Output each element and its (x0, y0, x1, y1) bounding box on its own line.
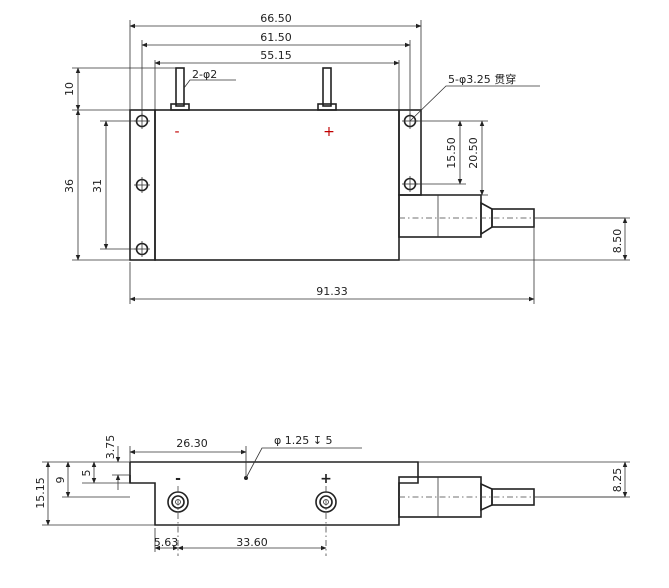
hole-icon (402, 176, 418, 192)
dim-hole-offset: 26.30 (176, 437, 208, 450)
side-outline (129, 461, 419, 526)
mounting-holes (134, 113, 418, 257)
top-view: - + 66.50 61.50 55.15 (63, 12, 630, 304)
dim-body-height: 36 (63, 179, 76, 193)
dim-right-hole-offset: 20.50 (467, 137, 480, 169)
dim-flange-thickness: 3.75 (104, 435, 117, 460)
callout-side-hole: φ 1.25 ↧ 5 (274, 434, 332, 447)
dim-overall-width: 66.50 (260, 12, 292, 25)
pin-leader (183, 79, 236, 89)
dim-total-length: 91.33 (316, 285, 348, 298)
side-hole-leader (245, 447, 362, 479)
positive-terminal-mark: + (323, 124, 335, 140)
hole-leader (409, 85, 540, 122)
side-positive-mark: + (320, 471, 332, 487)
dim-body-width: 55.15 (260, 49, 292, 62)
terminal-icon (167, 486, 189, 556)
hole-icon (134, 241, 150, 257)
callout-holes: 5-φ3.25 贯穿 (448, 72, 516, 86)
dim-pin-height: 10 (63, 82, 76, 96)
terminal-icon (315, 486, 337, 556)
fiber-pigtail (398, 194, 625, 238)
side-extension-lines (42, 446, 630, 552)
dim-mount-hole-span: 61.50 (260, 31, 292, 44)
dim-fiber-height: 8.25 (611, 468, 624, 493)
dim-left-offset: 5.63 (154, 536, 179, 549)
hole-icon (134, 113, 150, 129)
negative-terminal-mark: - (174, 124, 179, 140)
dim-right-hole-span: 15.50 (445, 137, 458, 169)
dim-side-hole-span: 31 (91, 179, 104, 193)
dim-terminal-spacing: 33.60 (236, 536, 268, 549)
dim-step-height: 9 (54, 477, 67, 484)
callout-pins: 2-φ2 (192, 68, 217, 81)
side-terminals (167, 486, 337, 556)
side-view: - + 15.15 9 (34, 434, 630, 556)
electrical-pins (170, 67, 337, 111)
dim-flange-height: 5 (80, 470, 93, 477)
left-flange (129, 109, 156, 261)
side-negative-mark: - (175, 471, 181, 487)
hole-icon (134, 177, 150, 193)
dim-total-height: 15.15 (34, 477, 47, 509)
dim-fiber-offset: 8.50 (611, 229, 624, 254)
module-body (154, 109, 400, 261)
